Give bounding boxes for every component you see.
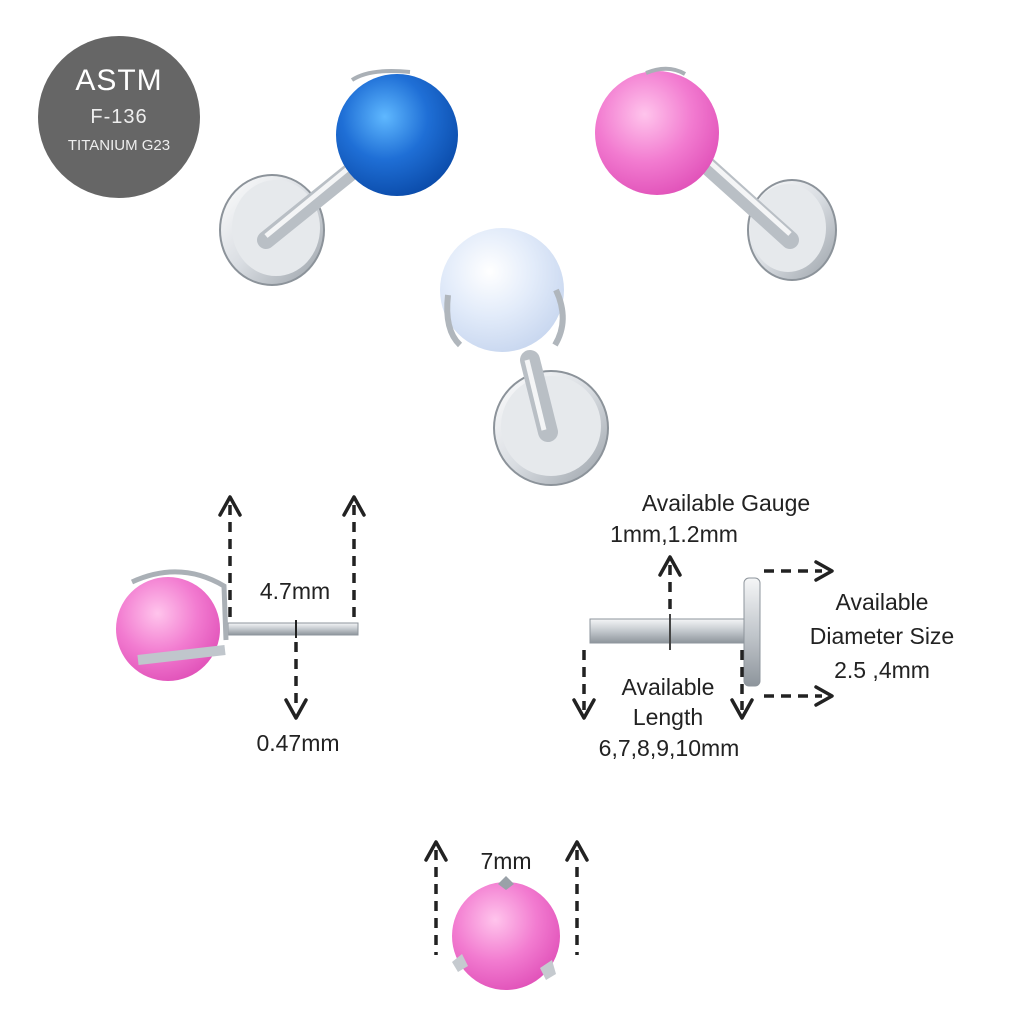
- bar-length-label: 4.7mm: [259, 578, 331, 604]
- diameter-title-line2: Diameter Size: [809, 623, 955, 649]
- astm-titanium-badge: ASTM F-136 TITANIUM G23: [38, 36, 200, 198]
- side-view-flat-back-post: [589, 577, 761, 687]
- white-opal-labret: [440, 228, 609, 486]
- diameter-title-line1: Available: [835, 589, 929, 615]
- length-title-line1: Available: [621, 674, 715, 700]
- bar-thickness-label: 0.47mm: [256, 730, 340, 756]
- side-view-pink-ball: [116, 569, 359, 681]
- gauge-title: Available Gauge: [641, 490, 811, 516]
- blue-opal-labret: [219, 69, 458, 286]
- badge-grade-code: F-136: [90, 106, 148, 128]
- length-values: 6,7,8,9,10mm: [598, 735, 740, 761]
- gauge-values: 1mm,1.2mm: [610, 521, 738, 547]
- diameter-values: 2.5 ,4mm: [834, 657, 930, 683]
- stone-size-label: 7mm: [480, 848, 532, 874]
- length-title-line2: Length: [632, 704, 704, 730]
- badge-standard: ASTM: [75, 64, 163, 97]
- dimension-arrows: [228, 505, 822, 955]
- front-view-pink-ball: [452, 876, 560, 990]
- pink-opal-labret: [595, 66, 837, 281]
- badge-material: TITANIUM G23: [67, 137, 171, 154]
